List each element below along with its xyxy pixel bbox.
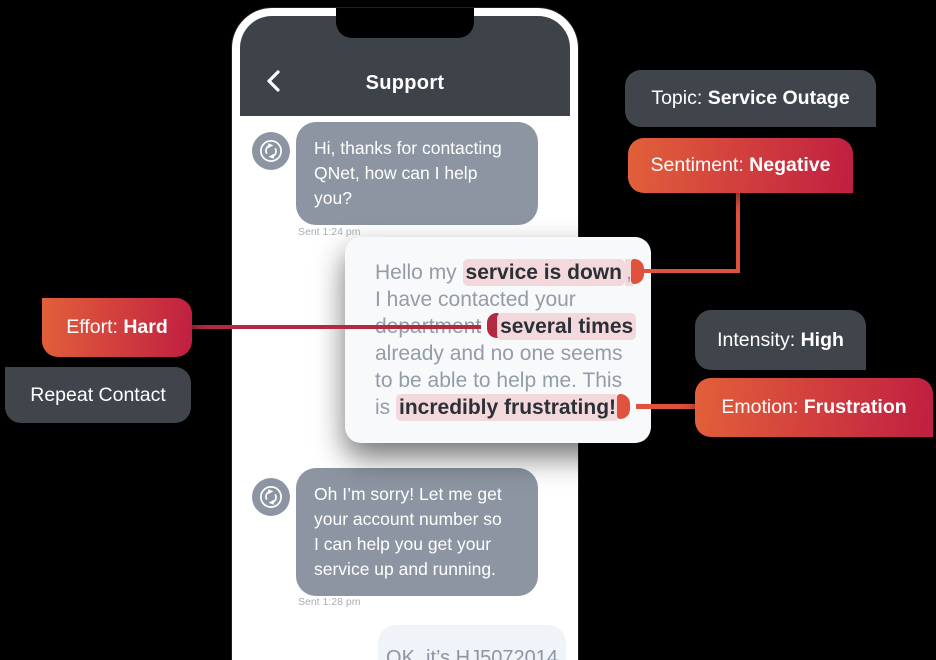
tag-label: Intensity: (717, 328, 801, 351)
tag-value: Frustration (803, 396, 907, 418)
user-message-bubble: OK, it’s HJ5072014 (378, 625, 566, 660)
tag-value: Negative (749, 154, 831, 176)
sentiment-connector-horizontal (640, 269, 740, 273)
tag-label: Sentiment: (650, 154, 750, 176)
highlight-incredibly-frustrating: incredibly frustrating! (396, 394, 620, 421)
phone-notch (336, 8, 474, 38)
message-line: I have contacted your (375, 288, 576, 311)
highlight-several-times: several times (497, 313, 637, 340)
tag-label: Repeat Contact (30, 383, 166, 406)
highlight-cap-sentiment (630, 259, 644, 285)
message-line: Hello my service is down, (375, 259, 651, 286)
back-icon[interactable] (266, 70, 282, 92)
bot-message-bubble: Hi, thanks for contacting QNet, how can … (296, 122, 538, 225)
message-text: Hello my (375, 261, 463, 284)
tag-label: Emotion: (721, 396, 804, 418)
highlight-cap-effort (487, 313, 501, 339)
sentiment-connector-vertical (736, 191, 740, 272)
tag-intensity: Intensity: High (695, 310, 866, 370)
highlight-cap-emotion (617, 394, 631, 420)
highlight-service-is-down: service is down (462, 259, 625, 286)
chat-title: Support (365, 72, 445, 94)
message-text: , (624, 259, 633, 286)
tag-value: Hard (123, 316, 168, 338)
message-line: already and no one seems (375, 342, 623, 365)
message-timestamp: Sent 1:28 pm (298, 596, 361, 608)
tag-effort: Effort: Hard (42, 298, 192, 357)
bot-avatar (252, 132, 290, 170)
bot-sync-icon (260, 140, 282, 162)
zoomed-message-card: Hello my service is down, I have contact… (345, 237, 651, 443)
bot-message-bubble: Oh I’m sorry! Let me get your account nu… (296, 468, 538, 596)
tag-repeat-contact: Repeat Contact (5, 367, 191, 423)
message-text: is (375, 396, 396, 419)
tag-emotion: Emotion: Frustration (695, 378, 933, 437)
message-line: to be able to help me. This (375, 369, 623, 392)
emotion-connector (636, 404, 700, 409)
bot-sync-icon (260, 486, 282, 508)
message-line: is incredibly frustrating! (375, 394, 651, 421)
tag-label: Effort: (66, 316, 124, 338)
tag-label: Topic: (651, 87, 708, 109)
effort-connector-strikethrough (191, 325, 481, 329)
tag-value: Service Outage (707, 87, 850, 109)
tag-value: High (800, 328, 844, 351)
message-timestamp: Sent 1:24 pm (298, 226, 361, 238)
bot-avatar (252, 478, 290, 516)
tag-topic: Topic: Service Outage (625, 70, 876, 127)
tag-sentiment: Sentiment: Negative (628, 138, 853, 193)
